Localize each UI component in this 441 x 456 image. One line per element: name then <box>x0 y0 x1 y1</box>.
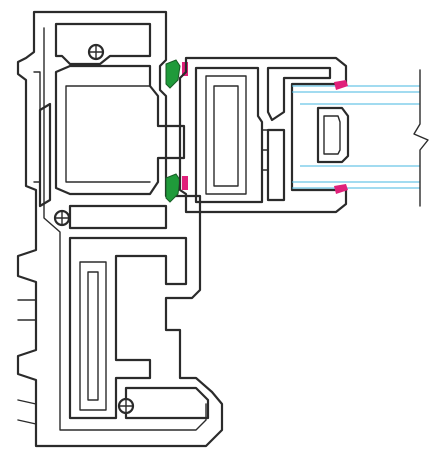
frame-steel-inner <box>87 271 99 401</box>
seal-strip-bottom <box>182 176 188 190</box>
frame-edge-ribs <box>17 299 37 425</box>
frame-gasket-bottom <box>165 173 181 203</box>
screw-chamber-icon <box>87 43 105 61</box>
sash-inner-wall <box>205 75 247 195</box>
frame-profile <box>16 10 224 448</box>
glazing-seal-top <box>334 80 348 90</box>
glass-pane-outer <box>292 85 420 93</box>
sash-inner-slot <box>213 85 239 187</box>
frame-mid-web <box>68 204 168 230</box>
sash-main-chamber <box>194 66 264 204</box>
glass-spacer-inner <box>323 115 341 155</box>
glass-spacer-bar <box>316 106 350 164</box>
sash-rib <box>261 129 269 171</box>
frame-spine-wall <box>43 27 207 431</box>
glazing-unit <box>292 69 429 207</box>
sash-outer-contour <box>178 56 348 214</box>
break-line-icon <box>413 69 429 207</box>
screw-chamber-icon <box>117 397 135 415</box>
glazing-seal-bottom <box>334 184 348 194</box>
frame-lower-chamber <box>68 236 188 420</box>
frame-reinforcement <box>65 85 151 183</box>
sash-lower-bead <box>266 128 286 202</box>
frame-steel-slot <box>79 261 107 411</box>
screw-chamber-icon <box>53 209 71 227</box>
frame-narrow-chamber <box>38 102 52 208</box>
glass-pane-inner <box>292 181 420 189</box>
frame-top-chamber <box>54 22 152 66</box>
frame-lower-right-chamber <box>124 386 210 420</box>
sash-profile <box>178 56 348 214</box>
frame-gasket-top <box>165 59 181 89</box>
frame-upper-core <box>54 64 186 196</box>
sash-bead-chamber <box>266 66 332 122</box>
